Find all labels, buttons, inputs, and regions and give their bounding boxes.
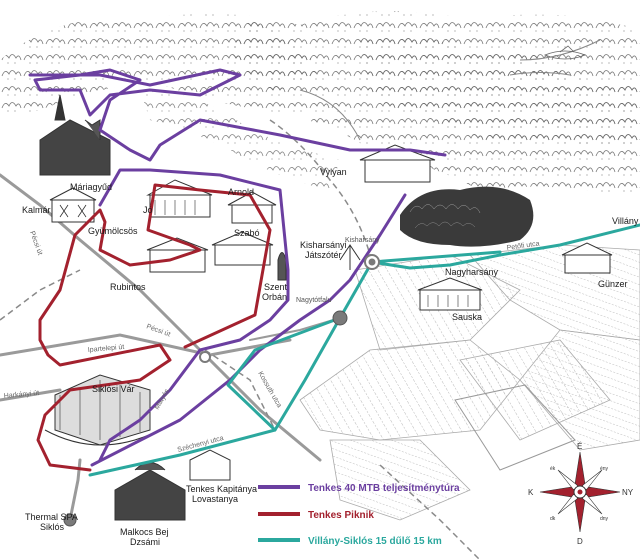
lake-sketch <box>543 45 587 60</box>
compass-n: É <box>577 442 582 451</box>
label-kisharsanyi-2: Játszótér <box>305 250 342 260</box>
compass-e: NY <box>622 488 634 497</box>
thin-tracks <box>299 39 601 141</box>
label-vylyan: Vylyan <box>320 167 347 177</box>
road-label-pecsi-1: Pécsi út <box>28 230 43 256</box>
compass-w: K <box>528 488 534 497</box>
label-kisharsany: Kisharsány <box>345 237 380 244</box>
label-villany: Villány <box>612 216 639 226</box>
label-siklosi-var: Siklósi Vár <box>92 384 135 394</box>
crossroad-node <box>199 351 211 363</box>
legend-item-mtb: Tenkes 40 MTB teljesítménytúra <box>258 483 460 494</box>
label-szent-2: Orbán <box>262 292 287 302</box>
road-label-pecsi-2: Pécsi út <box>145 323 171 338</box>
route-villany-siklos <box>88 223 640 477</box>
forest-hills <box>0 11 640 200</box>
label-spa-2: Siklós <box>40 522 65 532</box>
szabo-winery <box>211 231 274 266</box>
label-szent-1: Szent <box>264 282 288 292</box>
label-lovas-1: Tenkes Kapitánya <box>186 484 257 494</box>
playground-structure <box>339 244 361 270</box>
legend-item-villany-siklos: Villány-Siklós 15 dűlő 15 km <box>258 536 442 547</box>
label-jo: Jó <box>143 205 153 215</box>
legend-label-piknik: Tenkes Piknik <box>308 510 374 521</box>
label-kalmar: Kalmár <box>22 205 51 215</box>
legend: Tenkes 40 MTB teljesítménytúra Tenkes Pi… <box>258 483 460 547</box>
dark-forest-patch <box>400 186 534 247</box>
sauska-winery <box>417 277 483 311</box>
road-label-kossuth: Kossuth utca <box>256 371 282 410</box>
label-spa-1: Thermal SPA <box>25 512 78 522</box>
label-szabo: Szabó <box>234 228 260 238</box>
compass-sw: dk <box>550 516 556 522</box>
malkocs-mosque <box>114 462 186 521</box>
label-sauska: Sauska <box>452 312 482 322</box>
road-spa <box>68 458 82 522</box>
road-label-harkanyi: Harkányi út <box>4 390 40 400</box>
dashed-paths <box>0 119 481 560</box>
road-label-ipartelepi: Ipartelepi út <box>88 344 125 354</box>
label-arnold: Arnold <box>228 187 254 197</box>
compass-ne: ény <box>600 466 609 472</box>
label-gyumolcsos: Gyümölcsös <box>88 226 138 236</box>
spa-node <box>63 513 77 527</box>
compass-se: dny <box>600 516 609 522</box>
rubintos-winery <box>146 237 209 273</box>
gunzer-winery <box>561 242 613 274</box>
label-rubintos: Rubintos <box>110 282 146 292</box>
label-nagytotfalu: Nagytótfalu <box>296 297 332 304</box>
road-label-petofi: Petőfi utca <box>506 240 540 252</box>
compass-nw: ék <box>550 466 556 472</box>
waypoints <box>63 254 380 527</box>
label-gunzer: Günzer <box>598 279 628 289</box>
label-kisharsanyi-1: Kisharsányi <box>300 240 347 250</box>
vylyan-winery <box>359 144 436 183</box>
kalmar-winery <box>49 187 97 223</box>
vineyards <box>299 244 640 521</box>
nagytotfalu-node <box>332 310 348 326</box>
place-labels: Máriagyűd Kalmár Jó Arnold Szabó Gyümölc… <box>22 167 639 547</box>
tenkes-lovastanya <box>189 449 231 481</box>
label-lovas-2: Lovastanya <box>192 494 238 504</box>
route-tenkes-40-mtb <box>28 68 447 467</box>
roads <box>0 173 341 522</box>
route-tenkes-piknik <box>36 183 272 472</box>
compass-rose: É D K NY ék ény dk dny <box>528 442 634 546</box>
label-malkocs-1: Malkocs Bej <box>120 527 169 537</box>
mariagyud-church <box>39 94 111 176</box>
road-label-matyas: Mátyás <box>154 388 172 411</box>
legend-item-piknik: Tenkes Piknik <box>258 510 374 521</box>
compass-s: D <box>577 537 583 546</box>
szent-orban-statue <box>277 252 287 281</box>
legend-label-villany-siklos: Villány-Siklós 15 dűlő 15 km <box>308 536 442 547</box>
label-nagyharsany: Nagyharsány <box>445 267 499 277</box>
label-malkocs-2: Dzsámi <box>130 537 160 547</box>
road-harkanyi <box>0 388 62 402</box>
road-pecsi-main <box>0 173 322 462</box>
legend-label-mtb: Tenkes 40 MTB teljesítménytúra <box>308 483 460 494</box>
road-ipartelepi <box>0 333 292 357</box>
label-mariagyud: Máriagyűd <box>70 182 112 192</box>
